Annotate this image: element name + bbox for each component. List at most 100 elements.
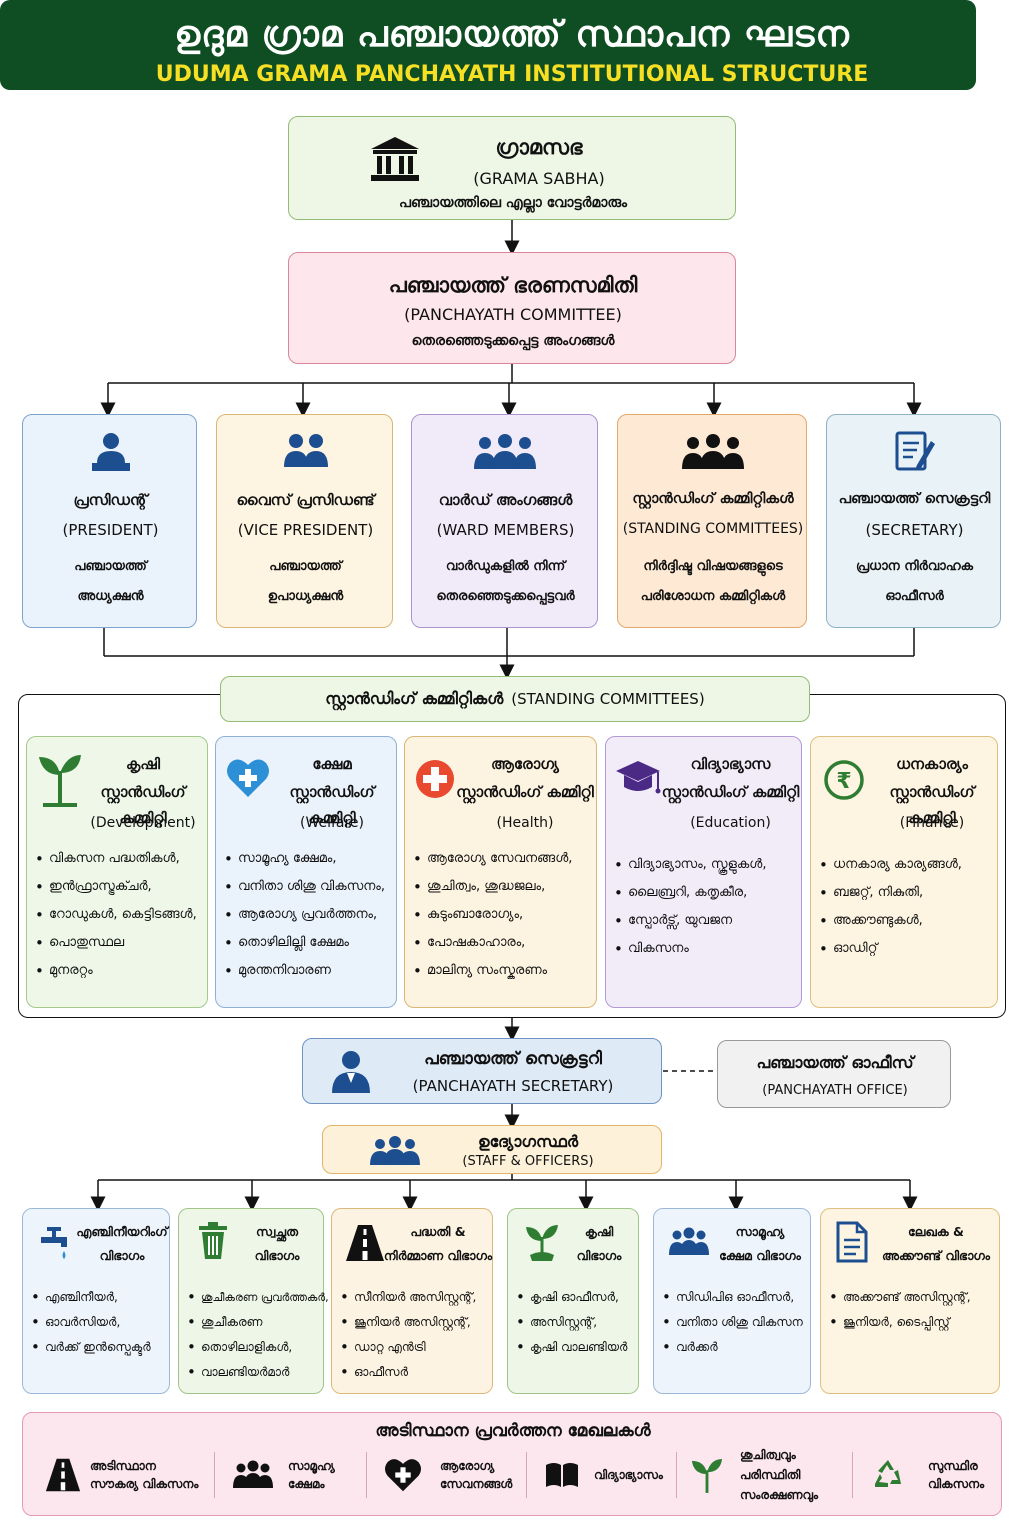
- dept-item: വർക്കർ: [662, 1335, 803, 1360]
- heart-plus-icon: [385, 1459, 421, 1492]
- role-card-president: പ്രസിഡന്റ് (PRESIDENT) പഞ്ചായത്ത് അധ്യക്…: [22, 414, 197, 628]
- footer-item-line: സൗകര്യ വികസനം: [90, 1477, 199, 1491]
- grama-sabha-desc: പഞ്ചായത്തിലെ എല്ലാ വോട്ടർമാരും: [399, 195, 627, 211]
- role-name-ml: വൈസ് പ്രസിഡണ്ട്: [236, 491, 375, 509]
- panchayath-office-box: പഞ്ചായത്ത് ഓഫീസ് (PANCHAYATH OFFICE): [717, 1040, 951, 1108]
- dept-name-1: സാമൂഹ്യ: [735, 1224, 785, 1239]
- dept-card-planning: പദ്ധതി & നിർമ്മാണ വിഭാഗം സീനിയർ അസിസ്റ്റ…: [331, 1208, 493, 1394]
- role-name-en: (VICE PRESIDENT): [237, 521, 374, 539]
- dept-name-2: വിഭാഗം: [576, 1248, 622, 1263]
- role-card-vice-president: വൈസ് പ്രസിഡണ്ട് (VICE PRESIDENT) പഞ്ചായത…: [216, 414, 393, 628]
- committee-item: സ്പോർട്സ്, യുവജന: [614, 907, 766, 935]
- dept-item: ഡാറ്റ എൻട്രി: [340, 1335, 476, 1360]
- committee-items: വിദ്യാഭ്യാസം, സ്കൂളുകൾ, ലൈബ്രറി, കതൃകീര,…: [614, 851, 766, 963]
- dept-name-1: ലേഖക &: [908, 1224, 964, 1239]
- dept-item: കൃഷി വാലണ്ടിയർ: [516, 1335, 627, 1360]
- dept-item: ഓഫീസർ: [340, 1360, 476, 1385]
- vice-president-icon: [284, 434, 328, 467]
- committee-name: വിദ്യാഭ്യാസ: [690, 755, 771, 773]
- committee-item: ആരോഗ്യ പ്രവർത്തനം,: [224, 901, 385, 929]
- role-desc-1: വാർഡുകളിൽ നിന്ന്: [445, 559, 566, 574]
- committee-desc: തെരഞ്ഞെടുക്കപ്പെട്ട അംഗങ്ങൾ: [411, 333, 615, 349]
- committee-item: പൊതുസ്ഥല: [35, 929, 197, 957]
- road-icon: [45, 1458, 81, 1492]
- dept-item: ജൂനിയർ, ടൈപ്പിസ്റ്റ്: [829, 1310, 971, 1335]
- dept-item: ജൂനിയർ അസിസ്റ്റന്റ്,: [340, 1310, 476, 1335]
- committee-name: ധനകാര്യം: [896, 755, 968, 773]
- footer-item-line: വികസനം: [928, 1477, 985, 1491]
- committee-items: വികസന പദ്ധതികൾ, ഇൻഫ്രാസ്ട്രക്ചർ, റോഡുകൾ,…: [35, 845, 197, 985]
- dept-name-1: പദ്ധതി &: [410, 1224, 466, 1239]
- office-en: (PANCHAYATH OFFICE): [762, 1083, 908, 1098]
- standing-committees-icon: [682, 434, 744, 469]
- role-name-en: (PRESIDENT): [62, 521, 159, 539]
- role-desc-2: ഉപാധ്യക്ഷൻ: [267, 589, 344, 604]
- committee-en: (Health): [496, 815, 554, 831]
- dept-name-2: ക്ഷേമ വിഭാഗം: [719, 1248, 801, 1263]
- dept-item: സീനിയർ അസിസ്റ്റന്റ്,: [340, 1285, 476, 1310]
- committee-sub: സ്റ്റാൻഡിംഗ് കമ്മിറ്റി: [100, 783, 186, 827]
- dept-items: സിഡിപിഒ ഓഫീസർ, വനിതാ ശിശു വികസന വർക്കർ: [662, 1285, 803, 1360]
- role-desc-1: പഞ്ചായത്ത്: [269, 559, 342, 574]
- recycle-icon: [875, 1460, 901, 1487]
- committee-item: കുടുംബാരോഗ്യം,: [413, 901, 572, 929]
- committee-items: സാമൂഹ്യ ക്ഷേമം, വനിതാ ശിശു വികസനം, ആരോഗ്…: [224, 845, 385, 985]
- footer-divider: [676, 1452, 677, 1498]
- committee-card-health: ആരോഗ്യ സ്റ്റാൻഡിംഗ് കമ്മിറ്റി (Health) ആ…: [404, 736, 597, 1008]
- dept-item: തൊഴിലാളികൾ,: [187, 1335, 329, 1360]
- heart-plus-icon: [227, 759, 269, 797]
- office-name: പഞ്ചായത്ത് ഓഫീസ്: [756, 1053, 914, 1072]
- dept-item: ശുചീകരണ: [187, 1310, 329, 1335]
- standing-header-en: (STANDING COMMITTEES): [511, 690, 705, 708]
- footer-item-line: ആരോഗ്യ: [440, 1459, 495, 1473]
- role-desc-2: പരിശോധന കമ്മിറ്റികൾ: [640, 589, 786, 604]
- committee-item: അക്കൗണ്ടുകൾ,: [819, 907, 962, 935]
- dept-item: അക്കൗണ്ട് അസിസ്റ്റന്റ്,: [829, 1285, 971, 1310]
- committee-sub: സ്റ്റാൻഡിംഗ് കമ്മിറ്റി: [289, 783, 375, 827]
- dept-item: വർക്ക് ഇൻസ്പെക്ടർ: [31, 1335, 151, 1360]
- committee-en: (Finance): [899, 815, 965, 831]
- dept-item: സിഡിപിഒ ഓഫീസർ,: [662, 1285, 803, 1310]
- institution-icon: [371, 137, 419, 181]
- page-header: ഉദുമ ഗ്രാമ പഞ്ചായത്ത് സ്ഥാപന ഘടന UDUMA G…: [0, 0, 976, 90]
- dept-item: ശുചീകരണ പ്രവർത്തകർ,: [187, 1285, 329, 1310]
- dept-items: എഞ്ചിനീയർ, ഓവർസിയർ, വർക്ക് ഇൻസ്പെക്ടർ: [31, 1285, 151, 1360]
- role-desc-2: അധ്യക്ഷൻ: [77, 589, 144, 604]
- dept-card-agriculture: കൃഷി വിഭാഗം കൃഷി ഓഫീസർ, അസിസ്റ്റന്റ്, കൃ…: [507, 1208, 639, 1394]
- officer-icon: [332, 1051, 370, 1093]
- committee-item: ലൈബ്രറി, കതൃകീര,: [614, 879, 766, 907]
- functional-areas-footer: അടിസ്ഥാന പ്രവർത്തന മേഖലകൾ: [22, 1412, 1002, 1516]
- dept-item: അസിസ്റ്റന്റ്,: [516, 1310, 627, 1335]
- committee-item: റോഡുകൾ, കെട്ടിടങ്ങൾ,: [35, 901, 197, 929]
- committee-sub: സ്റ്റാൻഡിംഗ് കമ്മിറ്റി: [889, 783, 975, 827]
- committee-en: (Welfare): [299, 815, 365, 831]
- committee-name: ക്ഷേമ: [312, 755, 352, 773]
- plant-icon: [39, 755, 81, 807]
- staff-group-icon: [370, 1136, 420, 1165]
- footer-item-health: ആരോഗ്യ സേവനങ്ങൾ: [384, 1447, 512, 1503]
- role-name-ml: പഞ്ചായത്ത് സെക്രട്ടറി: [838, 491, 991, 507]
- committee-item: പോഷകാഹാരം,: [413, 929, 572, 957]
- dept-card-accounts: ലേഖക & അക്കൗണ്ട് വിഭാഗം അക്കൗണ്ട് അസിസ്റ…: [820, 1208, 1000, 1394]
- role-card-secretary: പഞ്ചായത്ത് സെക്രട്ടറി (SECRETARY) പ്രധാന…: [826, 414, 1001, 628]
- ward-members-icon: [474, 434, 536, 469]
- committee-item: ഓഡിറ്റ്: [819, 935, 962, 963]
- road-icon: [346, 1225, 384, 1261]
- dept-name-1: സ്വച്ഛത: [255, 1224, 299, 1239]
- secretary-en: (PANCHAYATH SECRETARY): [412, 1077, 614, 1095]
- svg-text:₹: ₹: [836, 769, 851, 794]
- trash-bin-icon: [199, 1222, 227, 1259]
- dept-item: കൃഷി ഓഫീസർ,: [516, 1285, 627, 1310]
- committee-sub: സ്റ്റാൻഡിംഗ് കമ്മിറ്റി: [456, 783, 594, 801]
- footer-item-line: പരിസ്ഥിതി: [740, 1468, 801, 1482]
- footer-item-line: സേവനങ്ങൾ: [440, 1477, 513, 1491]
- footer-item-sanitation-environment: ശുചിത്വവുംപരിസ്ഥിതിസംരക്ഷണവും: [690, 1447, 818, 1503]
- footer-item-line: വിദ്യാഭ്യാസം: [594, 1468, 663, 1482]
- health-cross-icon: [416, 760, 454, 798]
- role-card-ward-members: വാർഡ് അംഗങ്ങൾ (WARD MEMBERS) വാർഡുകളിൽ ന…: [411, 414, 598, 628]
- committee-item: മുരന്തനിവാരണ: [224, 957, 385, 985]
- committee-item: വികസനം: [614, 935, 766, 963]
